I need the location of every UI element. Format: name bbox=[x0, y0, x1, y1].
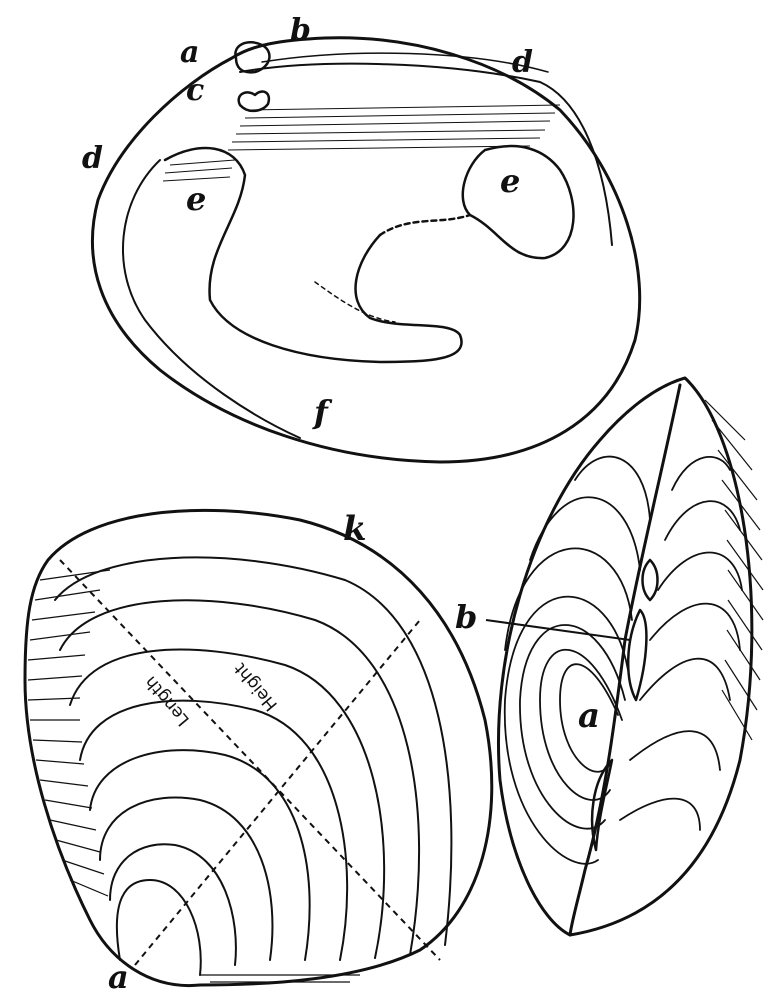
label-c-hinge: c bbox=[186, 73, 204, 108]
label-f-pallial: f bbox=[312, 393, 333, 431]
dorsal-view-shell bbox=[485, 376, 764, 937]
dorsal-commissure bbox=[568, 383, 682, 937]
growth-rings bbox=[54, 556, 453, 976]
interior-hatching bbox=[162, 104, 561, 182]
exterior-hatching bbox=[27, 569, 360, 983]
interior-outer-margin bbox=[91, 36, 642, 464]
dorsal-rings bbox=[504, 455, 743, 865]
label-b-dorsal: b bbox=[455, 598, 477, 636]
label-d-left: d bbox=[82, 141, 103, 176]
pallial-sinus bbox=[378, 213, 472, 237]
dorsal-hatching bbox=[704, 399, 764, 741]
interior-hinge-line-2 bbox=[261, 52, 549, 73]
dorsal-outer-margin bbox=[496, 376, 754, 937]
muscle-scar-posterior bbox=[461, 144, 575, 260]
dorsal-ligament bbox=[590, 558, 659, 852]
label-a-umbo: a bbox=[108, 958, 129, 996]
exterior-labels: k a bbox=[108, 509, 367, 996]
exterior-outer-margin bbox=[23, 508, 494, 988]
dorsal-labels: b a bbox=[455, 598, 600, 736]
label-b-leader-line bbox=[485, 619, 631, 641]
interior-hinge-line bbox=[239, 62, 613, 246]
label-a-hinge: a bbox=[180, 35, 199, 70]
length-axis-line bbox=[59, 559, 441, 961]
exterior-view-shell: Length Height bbox=[23, 508, 494, 988]
label-b-hinge: b bbox=[290, 13, 311, 48]
label-e-right: e bbox=[500, 162, 520, 200]
label-a-dorsal: a bbox=[578, 696, 600, 736]
label-e-left: e bbox=[186, 180, 206, 218]
interior-labels: a b c d d e e f bbox=[82, 13, 533, 431]
pallial-line-dashed bbox=[314, 281, 396, 323]
label-d-right: d bbox=[512, 45, 533, 80]
interior-view-shell bbox=[91, 36, 642, 464]
label-k: k bbox=[343, 509, 367, 549]
height-axis-line bbox=[134, 619, 421, 966]
interior-inner-band bbox=[121, 159, 301, 439]
hinge-teeth bbox=[234, 41, 271, 113]
muscle-scar-anterior bbox=[163, 146, 463, 364]
